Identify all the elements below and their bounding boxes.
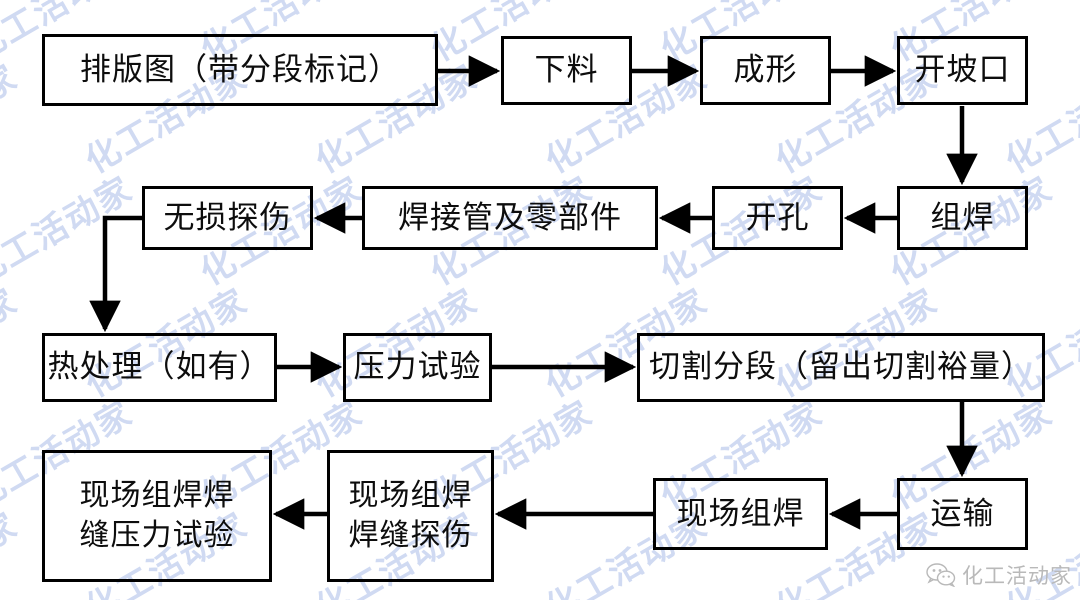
- process-node-n9[interactable]: 热处理（如有）: [42, 333, 277, 402]
- process-node-n1[interactable]: 排版图（带分段标记）: [42, 34, 438, 106]
- process-node-n5[interactable]: 组焊: [897, 186, 1028, 250]
- process-node-n15[interactable]: 现场组焊焊 缝压力试验: [42, 450, 272, 582]
- process-node-n6[interactable]: 开孔: [712, 186, 843, 250]
- process-node-n7[interactable]: 焊接管及零部件: [362, 186, 658, 250]
- process-node-n4[interactable]: 开坡口: [897, 36, 1028, 105]
- wechat-credit: 化工活动家: [926, 560, 1072, 590]
- process-node-n12[interactable]: 运输: [897, 478, 1028, 550]
- process-node-n8[interactable]: 无损探伤: [142, 186, 313, 250]
- process-node-n14[interactable]: 现场组焊 焊缝探伤: [327, 450, 494, 582]
- process-node-n2[interactable]: 下料: [501, 36, 632, 105]
- wechat-icon: [926, 563, 956, 587]
- wechat-credit-label: 化工活动家: [962, 565, 1072, 588]
- process-node-n11[interactable]: 切割分段（留出切割裕量）: [637, 333, 1045, 402]
- process-node-n13[interactable]: 现场组焊: [653, 478, 828, 550]
- process-node-n10[interactable]: 压力试验: [343, 333, 492, 402]
- process-node-n3[interactable]: 成形: [700, 36, 831, 105]
